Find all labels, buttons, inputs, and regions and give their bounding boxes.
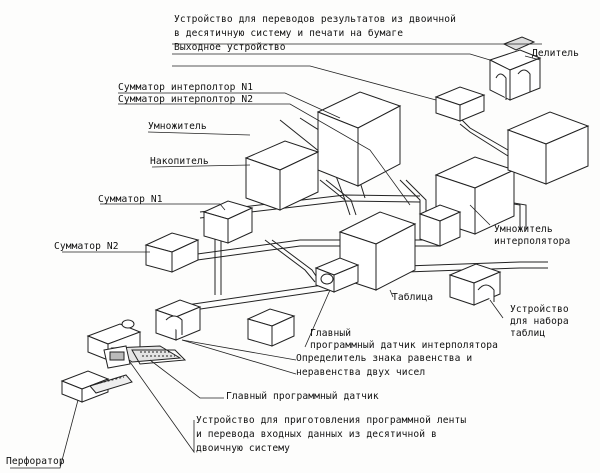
label-divider: Делитель: [532, 48, 580, 59]
box-adder-2: [144, 232, 200, 273]
label-interp-adder-2: Сумматор интерполтор N2: [118, 94, 254, 105]
label-adder-1: Сумматор N1: [98, 194, 163, 205]
label-tape-prep: Устройство для приготовления программной…: [196, 415, 467, 426]
box-small-mid: [418, 204, 462, 247]
label-interp-sensor: Главный: [310, 328, 352, 339]
label-comparator: Определитель знака равенства и: [296, 353, 473, 364]
label-accumulator: Накопитель: [150, 156, 209, 167]
label-tape-prep-line2: и перевода входных данных из десятичной …: [196, 429, 437, 440]
label-tape-prep-line3: двоичную систему: [196, 443, 291, 454]
table-set-device: [448, 263, 502, 306]
label-interp-multiplier-line2: интерполятора: [494, 236, 571, 247]
label-adder-2: Сумматор N2: [54, 241, 119, 252]
label-table: Таблица: [392, 292, 434, 303]
tape-prep-device: [86, 319, 187, 369]
box-main-sensor: [246, 308, 296, 347]
box-output-device: [434, 86, 486, 122]
box-interp-adder: [316, 91, 402, 187]
label-converter: Устройство для переводов результатов из …: [174, 14, 457, 25]
box-divider: [506, 111, 590, 185]
label-table-device-line2: для набора: [510, 316, 569, 327]
printer-device: [488, 36, 542, 101]
label-table-device-line3: таблиц: [510, 328, 546, 339]
box-multiplier: [244, 140, 320, 211]
label-output-device: Выходное устройство: [174, 42, 286, 53]
label-comparator-line2: неравенства двух чисел: [296, 367, 426, 378]
label-main-sensor: Главный программный датчик: [226, 391, 379, 402]
leader-lines: [10, 43, 542, 469]
label-perforator: Перфоратор: [6, 456, 65, 467]
comparator-device: [154, 299, 202, 341]
label-converter-line2: в десятичную систему и печати на бумаге: [174, 28, 404, 39]
label-table-device: Устройство: [510, 304, 569, 315]
label-interp-sensor-line2: программный датчик интерполятора: [310, 340, 499, 351]
label-interp-adder-1: Сумматор интерполтор N1: [118, 82, 254, 93]
perforator-device: [60, 370, 133, 403]
label-interp-multiplier: Умножитель: [494, 224, 553, 235]
box-adder-1: [202, 200, 254, 244]
interp-sensor-drum: [314, 257, 360, 293]
label-multiplier: Умножитель: [148, 121, 207, 132]
